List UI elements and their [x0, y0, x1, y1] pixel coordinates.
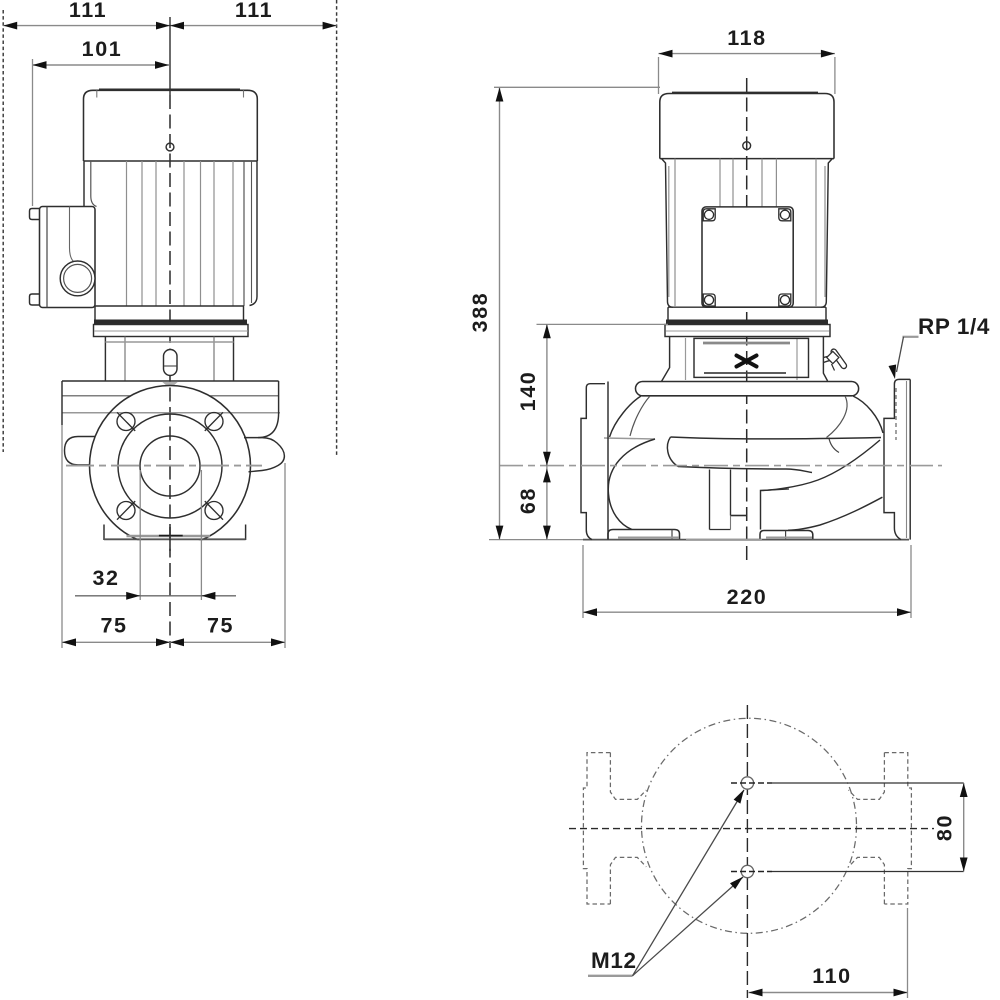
svg-text:111: 111 — [69, 0, 107, 22]
svg-text:M12: M12 — [591, 948, 637, 973]
svg-text:75: 75 — [100, 614, 127, 638]
svg-text:140: 140 — [516, 371, 540, 412]
svg-text:75: 75 — [207, 614, 234, 638]
svg-text:RP 1/4: RP 1/4 — [918, 314, 990, 339]
svg-text:111: 111 — [235, 0, 273, 22]
svg-text:118: 118 — [727, 26, 767, 50]
svg-text:101: 101 — [82, 37, 123, 61]
svg-text:32: 32 — [92, 566, 119, 590]
svg-text:80: 80 — [933, 814, 957, 841]
svg-text:68: 68 — [516, 487, 540, 514]
svg-text:388: 388 — [468, 292, 492, 333]
svg-text:110: 110 — [812, 964, 852, 988]
svg-text:220: 220 — [727, 585, 768, 609]
